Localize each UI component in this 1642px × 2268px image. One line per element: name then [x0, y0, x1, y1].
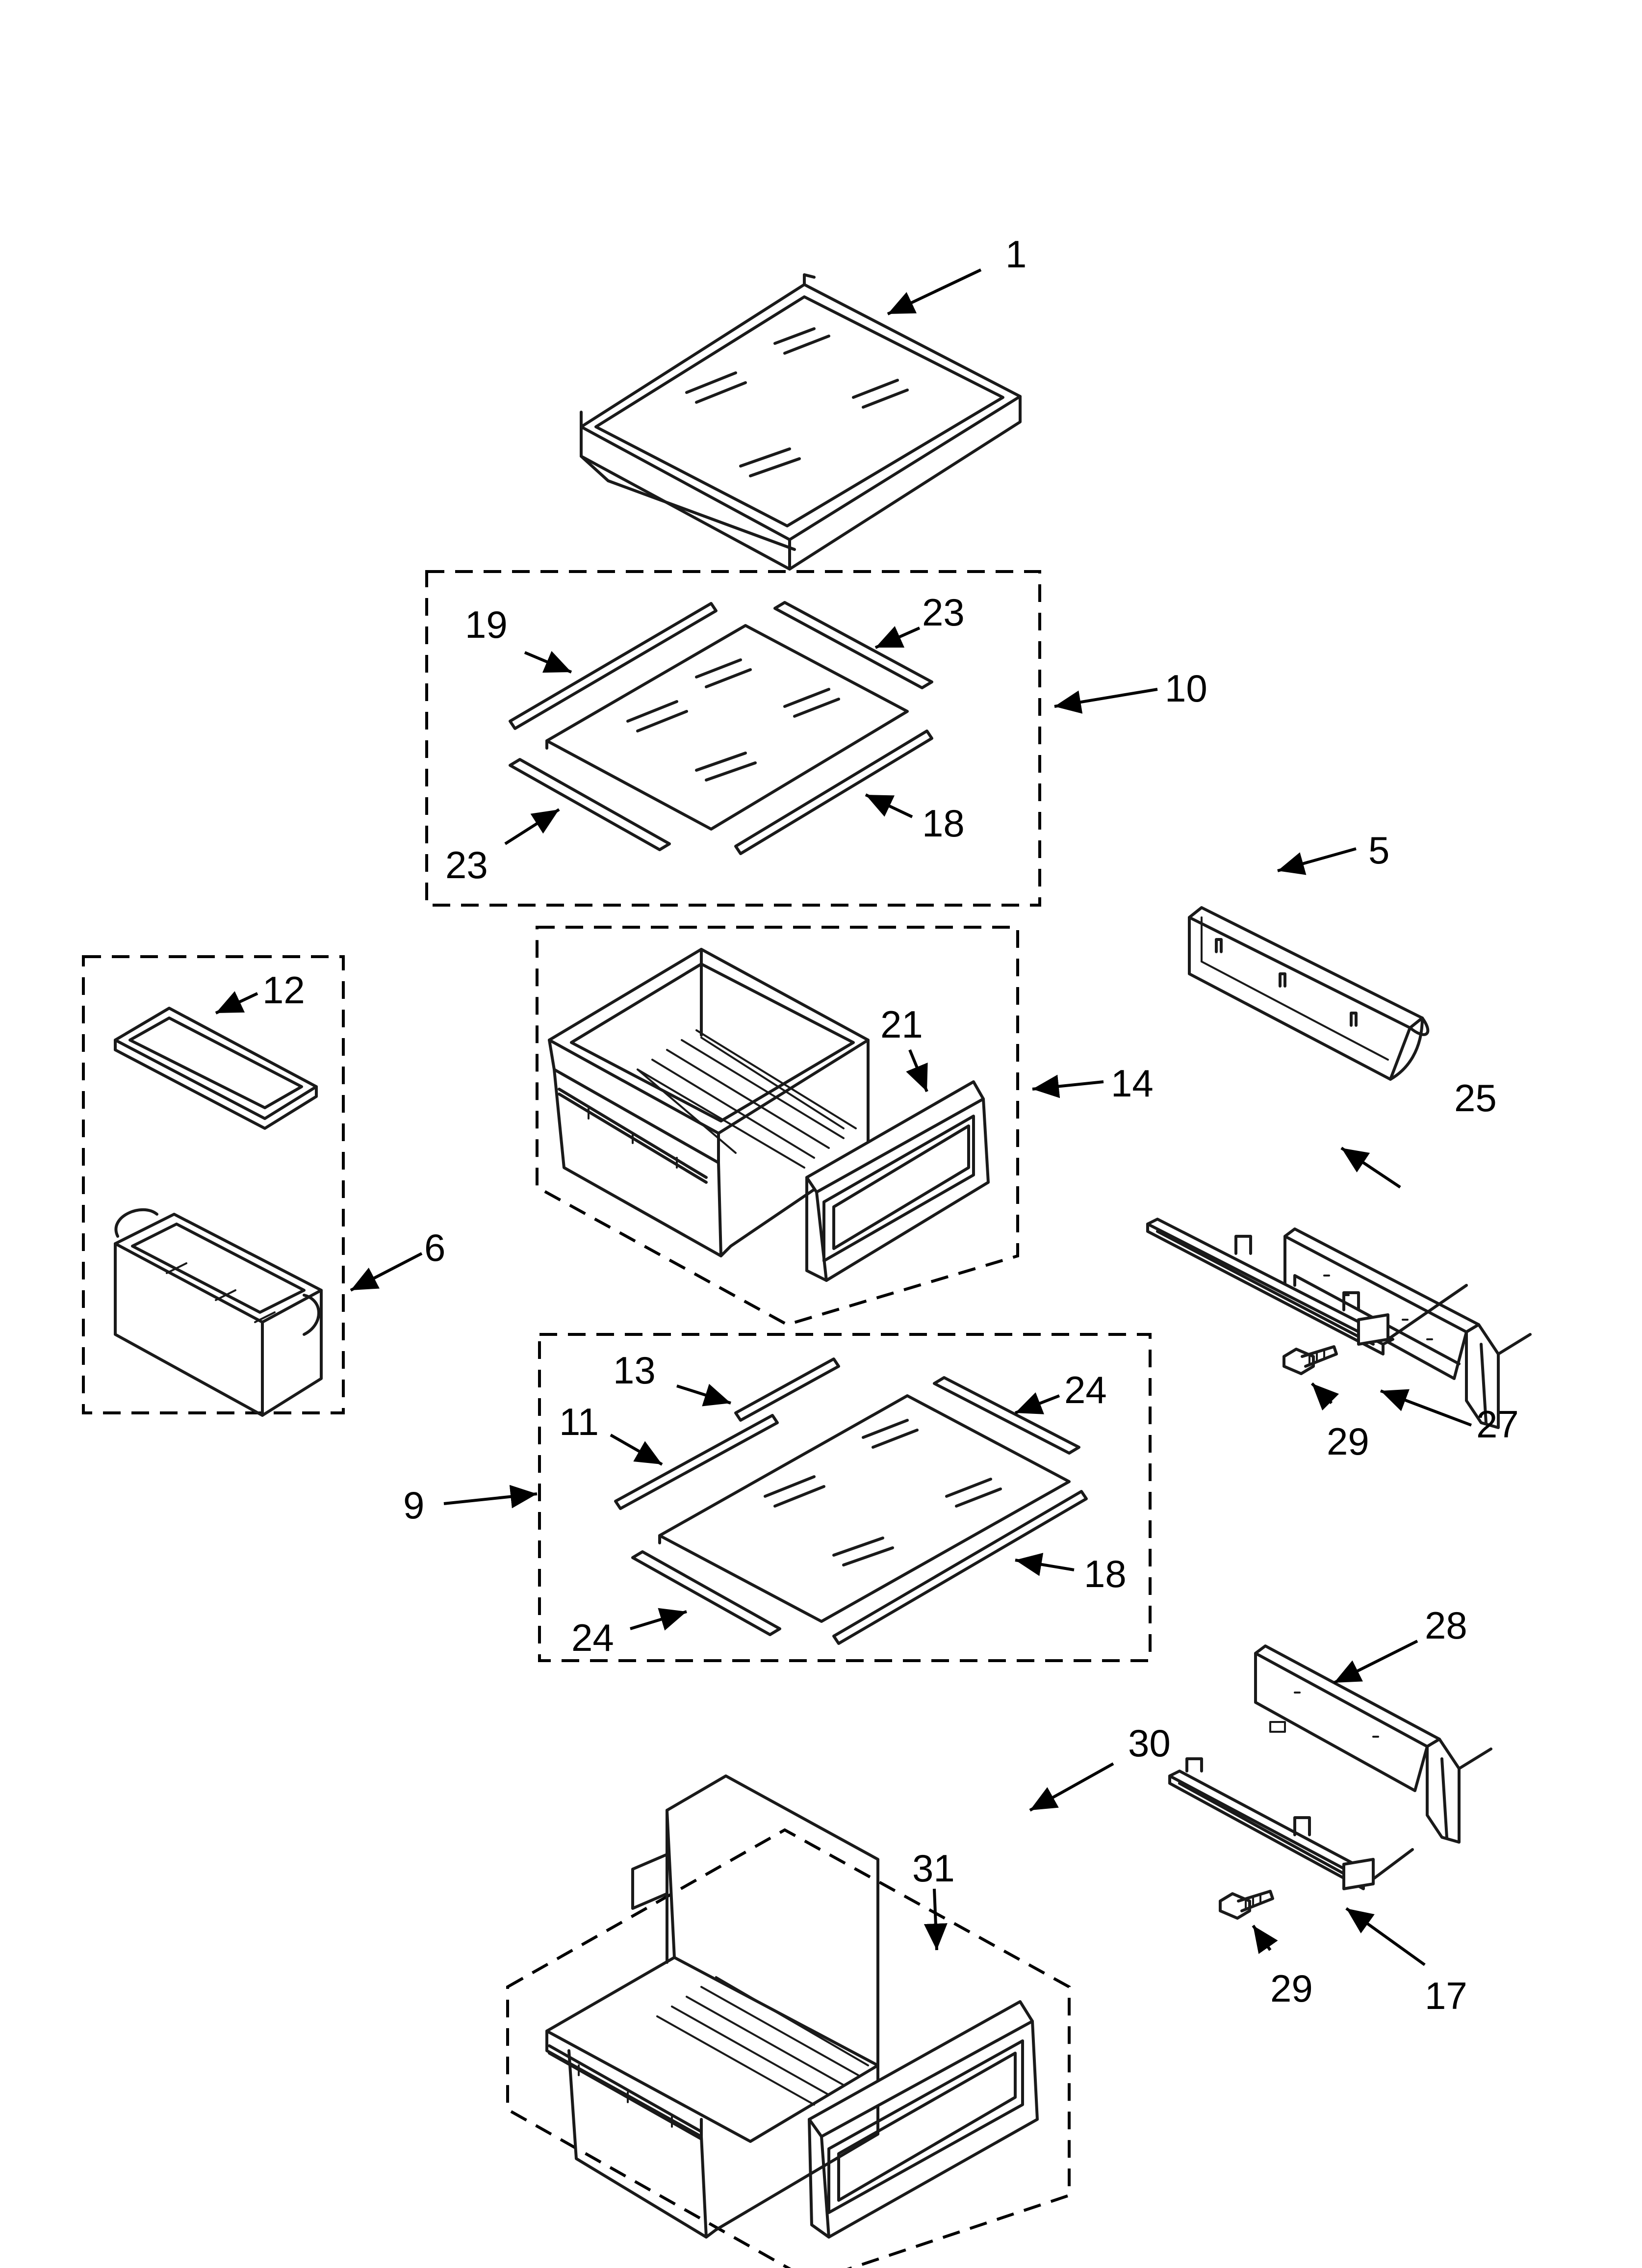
callout-11: 11 [559, 1400, 599, 1443]
part-23-shelf-trim-left[interactable] [509, 758, 671, 851]
part-1-top-shelf[interactable] [580, 273, 1022, 571]
callout-30: 30 [1128, 1721, 1171, 1765]
callout-12: 12 [262, 968, 305, 1012]
part-24-shelf-trim-right[interactable] [933, 1376, 1080, 1455]
part-19-shelf-trim[interactable] [509, 602, 718, 730]
callout-17: 17 [1425, 1974, 1467, 2017]
part-5-bracket[interactable] [1188, 906, 1430, 1081]
callout-1: 1 [1005, 233, 1026, 276]
part-10-glass-insert[interactable] [545, 624, 909, 831]
part-12-lid[interactable] [114, 1007, 318, 1130]
part-21-crisper-front[interactable] [805, 1080, 990, 1282]
group-box-10 [425, 570, 1041, 907]
group-box-31 [506, 1828, 1071, 2268]
callout-23: 23 [445, 843, 488, 886]
callout-29: 29 [1327, 1420, 1369, 1463]
callout-27: 27 [1476, 1403, 1519, 1446]
group-box-6 [82, 955, 345, 1414]
part-13-shelf-trim[interactable] [734, 1357, 840, 1422]
part-28-cover[interactable] [1254, 1644, 1492, 1844]
part-27-rail[interactable] [1146, 1218, 1468, 1356]
part-9-glass-insert[interactable] [658, 1394, 1071, 1623]
callout-6: 6 [424, 1226, 445, 1269]
leader-lines [215, 268, 1472, 1966]
part-30-rail[interactable] [1168, 1757, 1414, 1890]
callout-28: 28 [1425, 1604, 1467, 1647]
callout-10: 10 [1165, 667, 1207, 710]
part-23-shelf-trim-right[interactable] [773, 601, 933, 689]
callout-18: 18 [1084, 1552, 1127, 1595]
part-24-shelf-trim-left[interactable] [631, 1550, 781, 1636]
callout-23: 23 [922, 591, 965, 634]
part-6-bin[interactable] [114, 1208, 323, 1417]
callout-24: 24 [1064, 1368, 1107, 1411]
part-18-shelf-trim-lower[interactable] [832, 1490, 1088, 1645]
callout-31: 31 [912, 1847, 955, 1890]
callout-19: 19 [465, 603, 508, 646]
part-14-crisper-pan[interactable] [548, 948, 870, 1257]
part-31-crisper-front[interactable] [808, 2000, 1039, 2239]
part-29-screw-lower[interactable] [1219, 1890, 1274, 1920]
callout-5: 5 [1368, 829, 1389, 872]
callout-13: 13 [613, 1349, 656, 1392]
part-25-cover[interactable] [1283, 1227, 1532, 1429]
callout-25: 25 [1454, 1076, 1497, 1120]
callout-labels: 1 19 23 10 23 18 5 12 21 14 25 6 13 24 1… [262, 233, 1519, 2017]
part-29-screw-upper[interactable] [1283, 1345, 1338, 1375]
group-box-14 [536, 926, 1019, 1327]
callout-18: 18 [922, 802, 965, 845]
callout-29: 29 [1270, 1967, 1313, 2010]
callout-9: 9 [403, 1484, 424, 1527]
part-11-shelf-trim[interactable] [614, 1414, 779, 1510]
callout-21: 21 [880, 1003, 923, 1046]
group-box-9 [538, 1333, 1152, 1662]
part-18-shelf-trim[interactable] [734, 730, 933, 855]
callout-24: 24 [571, 1616, 614, 1659]
callout-14: 14 [1111, 1062, 1154, 1105]
